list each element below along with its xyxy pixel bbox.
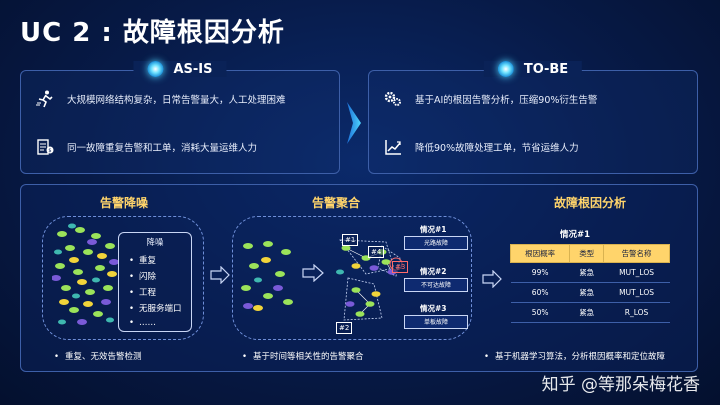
table-row: 99% 紧急 MUT_LOS [510,262,670,283]
table-row: 60% 紧急 MUT_LOS [510,282,670,303]
glow-dot-icon [147,61,164,77]
as-is-row-1: 大规模网络结构复杂，日常告警量大，人工处理困难 [35,89,286,109]
as-is-row-2-text: 同一故障重复告警和工单，消耗大量运维人力 [67,143,258,154]
cluster-tag-3: #3 [392,261,409,273]
chevron-right-icon [347,102,361,144]
table-row: 50% 紧急 R_LOS [510,302,670,323]
case-1-box: 光路故障 [404,236,468,250]
noise-dashed-frame [42,216,204,340]
column-header: 类型 [569,244,605,263]
list-item: 闪除 [129,270,191,282]
watermark: 知乎 @等那朵梅花香 [541,375,700,395]
case-3-label: 情况#3 [420,304,447,313]
alarm-cluster-graph [336,239,403,321]
cluster-tag-1: #1 [342,234,359,246]
case-1-label: 情况#1 [420,225,447,234]
to-be-panel: TO-BE 基于AI的根因告警分析，压缩90%衍生告警 降低90%故障处理工单，… [368,61,698,174]
case-2-label: 情况#2 [420,267,447,276]
rca-table: 根因概率 类型 告警名称 99% 紧急 MUT_LOS 60% 紧急 MUT_L… [509,244,670,323]
noise-card-title: 降噪 [146,238,164,248]
cluster-tag-4: #4 [368,246,385,258]
as-is-label: AS-IS [173,61,213,77]
to-be-header: TO-BE [483,61,583,77]
arrow-right-icon [210,266,230,284]
column-header: 告警名称 [603,244,670,263]
to-be-row-1-text: 基于AI的根因告警分析，压缩90%衍生告警 [415,95,598,106]
to-be-row-2-text: 降低90%故障处理工单，节省运维人力 [415,143,579,154]
page-title: UC 2 : 故障根因分析 [20,18,285,48]
noise-list: 重复 闪除 工程 无服务端口 …… [129,254,191,328]
document-cash-icon: $ [37,139,54,155]
cluster-tag-2: #2 [336,322,353,334]
list-item: …… [129,318,191,328]
as-is-header: AS-IS [133,61,227,77]
aggregate-bullet: 基于时间等相关性的告警聚合 [242,350,364,362]
alarm-dot-cloud-small [241,241,293,311]
table-cell: 99% [510,262,570,283]
noise-bullet: 重复、无效告警检测 [54,350,142,362]
table-cell: MUT_LOS [603,262,670,283]
trend-chart-icon [385,140,401,155]
table-cell: 紧急 [569,302,604,323]
case-3-box: 单板故障 [404,315,468,329]
table-cell: R_LOS [603,302,670,323]
rca-title: 故障根因分析 [554,196,627,210]
as-is-row-1-text: 大规模网络结构复杂，日常告警量大，人工处理困难 [67,95,286,106]
column-header: 根因概率 [509,244,571,263]
rca-case-label: 情况#1 [560,230,591,240]
case-2-box: 不可达故障 [404,278,468,292]
table-cell: MUT_LOS [603,282,670,303]
list-item: 重复 [129,254,191,266]
table-cell: 60% [510,282,570,303]
to-be-row-2: 降低90%故障处理工单，节省运维人力 [383,137,579,157]
glow-dot-icon [497,61,514,77]
list-item: 工程 [129,286,191,298]
alarm-dot-cloud [52,223,119,325]
as-is-panel: AS-IS 大规模网络结构复杂，日常告警量大，人工处理困难 $ 同一故障重复告警… [20,61,340,174]
svg-text:$: $ [48,148,51,154]
gears-icon [384,91,401,106]
rca-bullet: 基于机器学习算法，分析根因概率和定位故障 [484,350,665,362]
running-person-icon [36,90,53,108]
arrow-right-icon [482,270,502,288]
as-is-row-2: $ 同一故障重复告警和工单，消耗大量运维人力 [35,137,257,157]
list-item: 无服务端口 [129,302,191,314]
noise-title: 告警降噪 [100,196,149,210]
to-be-label: TO-BE [523,61,569,77]
table-cell: 紧急 [569,282,604,303]
table-cell: 50% [510,302,570,323]
table-header-row: 根因概率 类型 告警名称 [509,244,670,263]
aggregate-title: 告警聚合 [312,196,361,210]
to-be-row-1: 基于AI的根因告警分析，压缩90%衍生告警 [383,89,597,109]
aggregate-dashed-frame [232,216,472,340]
noise-filter-card: 降噪 重复 闪除 工程 无服务端口 …… [118,232,192,332]
arrow-right-icon [302,264,324,282]
table-cell: 紧急 [569,262,604,283]
